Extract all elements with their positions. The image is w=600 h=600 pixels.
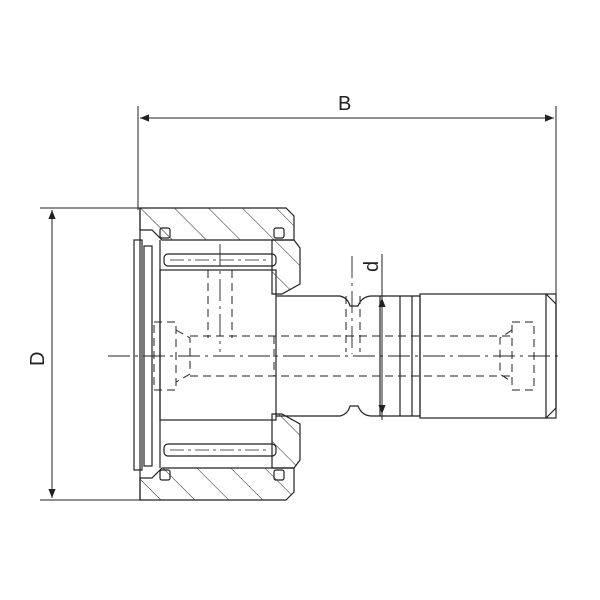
- label-d: d: [361, 261, 383, 272]
- outer-ring-bottom-section: [139, 467, 295, 501]
- dimension-B: [137, 106, 557, 300]
- lube-hole-radial: [207, 270, 233, 338]
- outer-ring-top-section: [139, 207, 295, 241]
- label-D: D: [27, 352, 49, 366]
- center-lines: [108, 244, 560, 357]
- label-B: B: [338, 93, 351, 115]
- lube-hole-shank: [345, 296, 361, 352]
- outer-ring: [139, 207, 295, 501]
- stud-head: [159, 269, 277, 421]
- dimension-D: [40, 207, 148, 501]
- seal-flange: [271, 239, 301, 469]
- hidden-lines: [153, 270, 535, 391]
- stud: [159, 269, 557, 421]
